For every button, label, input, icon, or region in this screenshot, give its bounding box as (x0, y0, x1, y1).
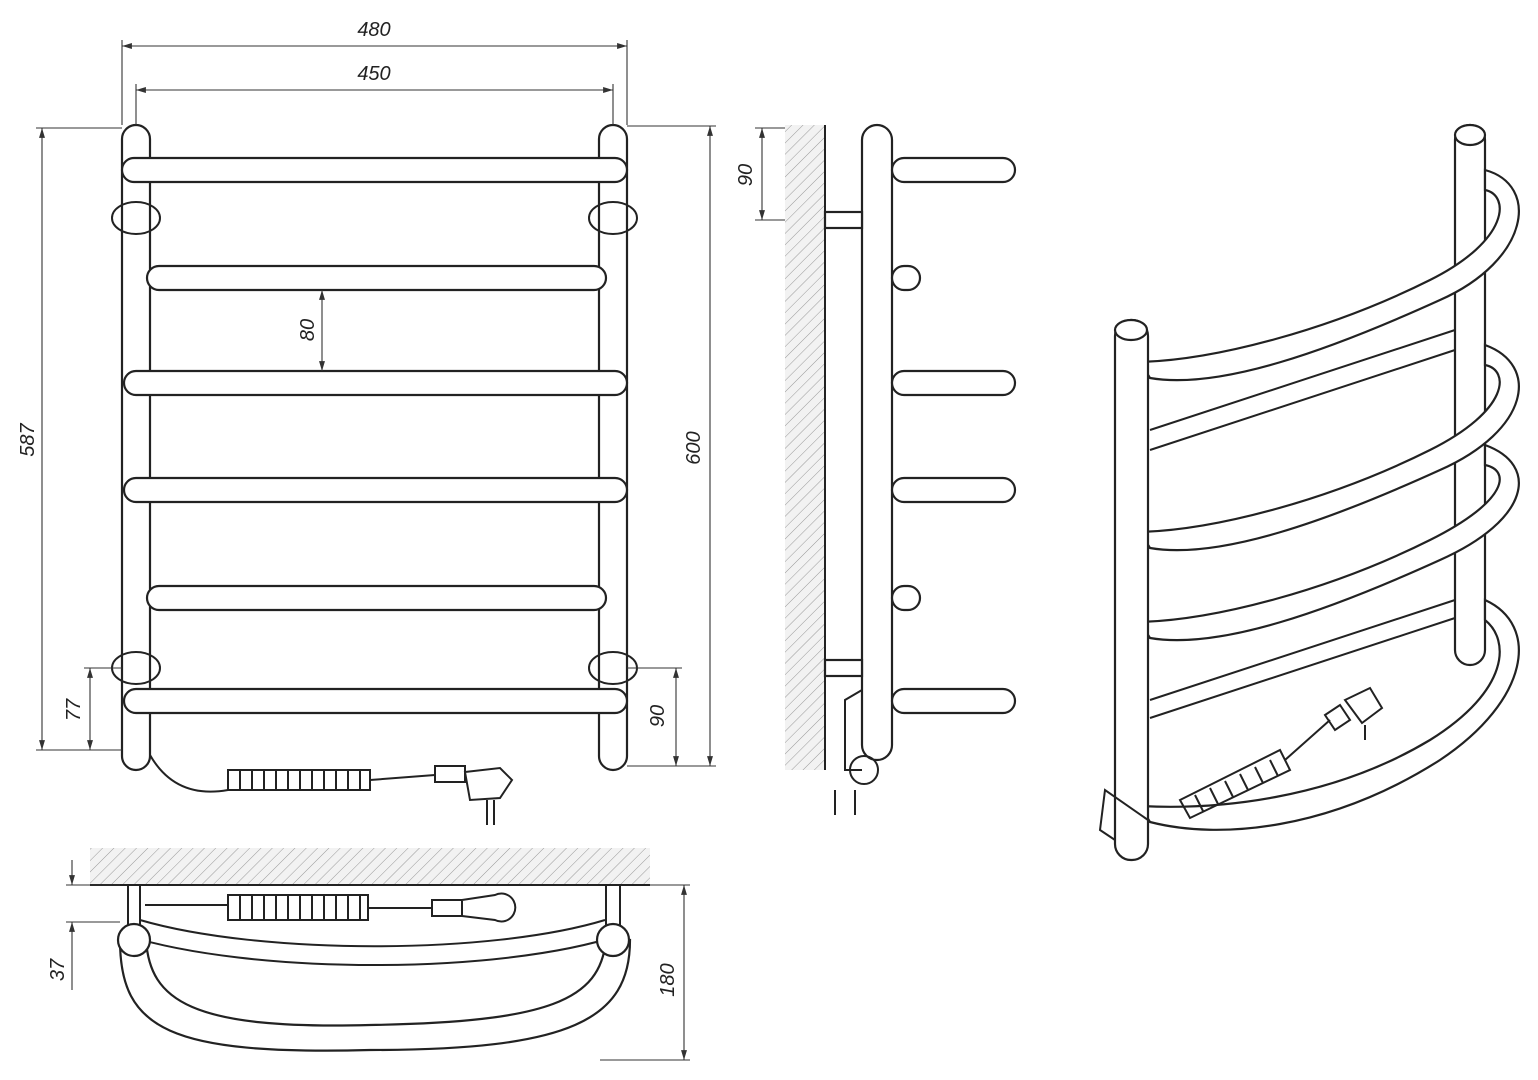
power-cable (145, 892, 517, 923)
dimension-label: 600 (683, 431, 705, 464)
dimension-37: 37 (47, 860, 120, 990)
perspective-rails (1137, 168, 1520, 831)
power-cable (1178, 686, 1384, 820)
wall (785, 125, 825, 770)
left-pole (120, 123, 152, 772)
heating-element-plug (834, 689, 880, 815)
bracket (823, 210, 864, 230)
dimension-label: 450 (357, 63, 390, 85)
dimension-80: 80 (297, 290, 325, 371)
dimension-600: 600 (627, 125, 716, 767)
heating-element (1098, 788, 1149, 841)
dimension-label: 180 (657, 963, 679, 996)
dimension-label: 80 (297, 319, 319, 341)
front-pole (1113, 318, 1150, 862)
dimension-180: 180 (600, 884, 690, 1061)
dimension-label: 90 (647, 705, 669, 727)
dimension-label: 90 (735, 164, 757, 186)
right-pole (597, 123, 629, 772)
wall (90, 848, 650, 885)
dimension-77: 77 (63, 667, 122, 750)
dimension-label: 480 (357, 19, 390, 41)
perspective-view (1098, 123, 1520, 862)
rail (120, 156, 629, 184)
dimension-90-front: 90 (627, 667, 682, 766)
dimension-587: 587 (17, 127, 122, 751)
pole-section (595, 922, 631, 958)
pole (860, 123, 894, 762)
bracket (823, 658, 864, 678)
front-view: 480 450 587 600 80 77 90 (17, 19, 716, 825)
rail (145, 264, 608, 292)
dimension-90-side: 90 (735, 127, 785, 221)
rail (122, 687, 629, 715)
rail (122, 369, 629, 397)
power-cable (149, 754, 514, 825)
dimension-label: 37 (47, 958, 69, 981)
dimension-450: 450 (135, 63, 614, 125)
dimension-label: 77 (63, 698, 85, 721)
side-view: 90 (735, 123, 1017, 815)
dimension-480: 480 (121, 19, 628, 125)
top-view: 37 180 (47, 848, 690, 1061)
rail (122, 476, 629, 504)
pole-section (116, 922, 152, 958)
dimension-label: 587 (17, 422, 39, 456)
back-pole (1453, 123, 1487, 667)
side-rails (890, 156, 1017, 715)
front-rails (120, 156, 629, 715)
curved-rail (118, 938, 632, 1052)
rail (145, 584, 608, 612)
